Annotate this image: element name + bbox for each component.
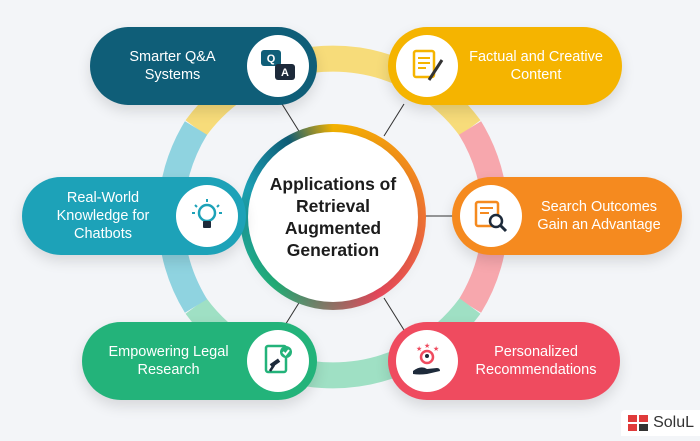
svg-text:★: ★ <box>424 342 430 350</box>
item-label: Search Outcomes Gain an Advantage <box>537 199 661 233</box>
center-title: Applications of Retrieval Augmented Gene… <box>269 174 397 260</box>
item-label: Personalized Recommendations <box>475 344 597 378</box>
item-legal-research: Empowering Legal Research <box>82 322 317 400</box>
item-label: Real-World Knowledge for Chatbots <box>56 190 150 242</box>
center-circle: Applications of Retrieval Augmented Gene… <box>248 132 418 302</box>
qa-chat-icon: Q A <box>247 35 309 97</box>
item-label: Factual and Creative Content <box>469 49 603 83</box>
item-factual-creative: Factual and Creative Content <box>388 27 622 105</box>
svg-text:A: A <box>281 67 289 79</box>
brand-logo-icon <box>628 415 649 431</box>
brand-name: SoluL <box>653 414 694 431</box>
document-pen-icon <box>396 35 458 97</box>
item-label: Empowering Legal Research <box>108 344 229 378</box>
item-label: Smarter Q&A Systems <box>129 49 216 83</box>
lightbulb-icon <box>176 185 238 247</box>
gavel-document-icon <box>247 330 309 392</box>
search-document-icon <box>460 185 522 247</box>
brand-watermark: SoluL <box>621 410 700 436</box>
star-hand-icon: ★ ★ ★ <box>396 330 458 392</box>
item-real-world-knowledge: Real-World Knowledge for Chatbots <box>22 177 246 255</box>
item-search-outcomes: Search Outcomes Gain an Advantage <box>452 177 682 255</box>
item-smarter-qa: Smarter Q&A Systems Q A <box>90 27 317 105</box>
item-personalized-recommendations: ★ ★ ★ Personalized Recommendations <box>388 322 620 400</box>
connector-line <box>383 103 405 137</box>
svg-text:Q: Q <box>267 53 276 65</box>
connector-line <box>383 297 405 331</box>
svg-text:★: ★ <box>416 345 422 353</box>
svg-text:★: ★ <box>433 345 439 353</box>
